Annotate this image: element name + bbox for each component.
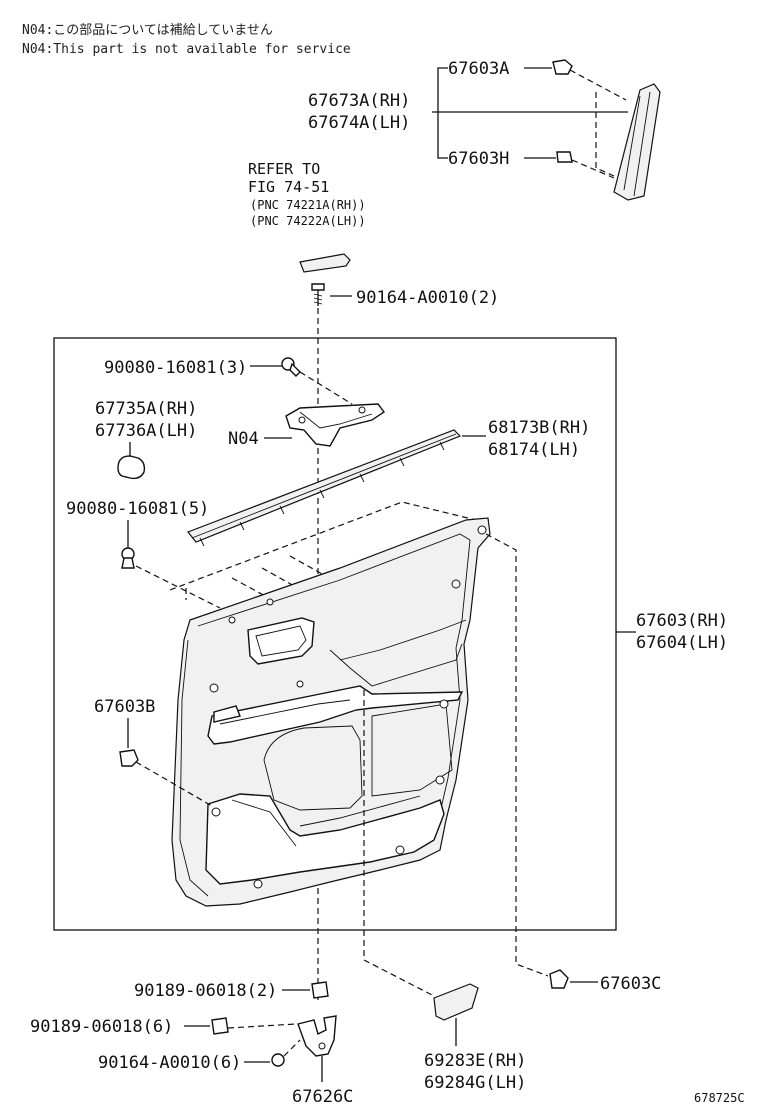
nut-90189-2 [311,981,329,999]
refer-line-4: (PNC 74222A(LH)) [250,214,366,228]
label-67674A[interactable]: 67674A(LH) [308,113,410,133]
label-90164-top[interactable]: 90164-A0010(2) [356,288,499,308]
note-english: N04:This part is not available for servi… [22,42,351,57]
label-67673A[interactable]: 67673A(RH) [308,91,410,111]
bracket-67626C-group: 67626C [292,1015,353,1107]
refer-line-3: (PNC 74221A(RH)) [250,198,366,212]
refer-line-1: REFER TO [248,160,320,178]
label-67604[interactable]: 67604(LH) [636,633,728,653]
inside-handle-cup [247,617,315,665]
pillar-garnish [613,83,661,201]
clip-90189-6-group: 90189-06018(6) [30,1017,297,1037]
bracket-67626C [297,1015,337,1057]
nut-90189-6 [211,1017,229,1035]
clip-67603A [552,59,573,75]
courtesy-lamp-group: 67735A(RH) 67736A(LH) [95,399,197,480]
screw-90164-6-group: 90164-A0010(6) [98,1039,301,1073]
clip-67603C-group: 67603C [549,969,661,994]
clip-67603B [119,749,139,767]
label-69284G[interactable]: 69284G(LH) [424,1073,526,1093]
label-67736A[interactable]: 67736A(LH) [95,421,197,441]
label-68174[interactable]: 68174(LH) [488,440,580,460]
bracket-line [437,67,448,159]
armrest [207,685,464,745]
pillar-garnish-group: 67603A 67673A(RH) 67674A(LH) 67603H [308,59,661,201]
note-japanese: N04:この部品については補給していません [22,23,273,38]
door-trim-panel [171,517,491,907]
clip-67603H [556,151,573,163]
screw-90080-5: 90080-16081(5) [66,499,221,609]
switch-base-part [299,253,351,273]
label-90189-6[interactable]: 90189-06018(6) [30,1017,173,1037]
screw-90164-6 [271,1053,285,1067]
label-67603[interactable]: 67603(RH) [636,611,728,631]
label-90080-5[interactable]: 90080-16081(5) [66,499,209,519]
trim-panel-label-group: 67603(RH) 67604(LH) [616,611,728,653]
clip-67603C [549,969,569,989]
label-67735A[interactable]: 67735A(RH) [95,399,197,419]
clip-67603B-group: 67603B [94,697,213,807]
refer-group: REFER TO FIG 74-51 (PNC 74221A(RH)) (PNC… [248,160,366,273]
courtesy-lamp [117,455,146,480]
label-90164-6[interactable]: 90164-A0010(6) [98,1053,241,1073]
speaker-area [263,725,363,811]
clip-90189-2-group: 90189-06018(2) [134,981,329,1001]
label-n04[interactable]: N04 [228,429,259,449]
label-67603C[interactable]: 67603C [600,974,661,994]
lower-cover [433,983,479,1021]
n04-bracket-group: N04 [228,403,386,449]
label-90189-2[interactable]: 90189-06018(2) [134,981,277,1001]
label-67626C[interactable]: 67626C [292,1087,353,1107]
refer-line-2: FIG 74-51 [248,178,329,196]
belt-weatherstrip-group: 68173B(RH) 68174(LH) [187,418,590,547]
label-69283E[interactable]: 69283E(RH) [424,1051,526,1071]
screw-90080-3: 90080-16081(3) [104,357,353,405]
label-68173B[interactable]: 68173B(RH) [488,418,590,438]
screw-90164-top: 90164-A0010(2) [311,283,499,308]
assembly-frame [53,337,617,931]
label-67603H[interactable]: 67603H [448,149,509,169]
label-67603A[interactable]: 67603A [448,59,509,79]
figure-id: 678725C [694,1091,745,1105]
label-90080-3[interactable]: 90080-16081(3) [104,358,247,378]
door-pocket [205,793,445,885]
cover-69283E-group: 69283E(RH) 69284G(LH) [424,983,526,1093]
label-67603B[interactable]: 67603B [94,697,155,717]
